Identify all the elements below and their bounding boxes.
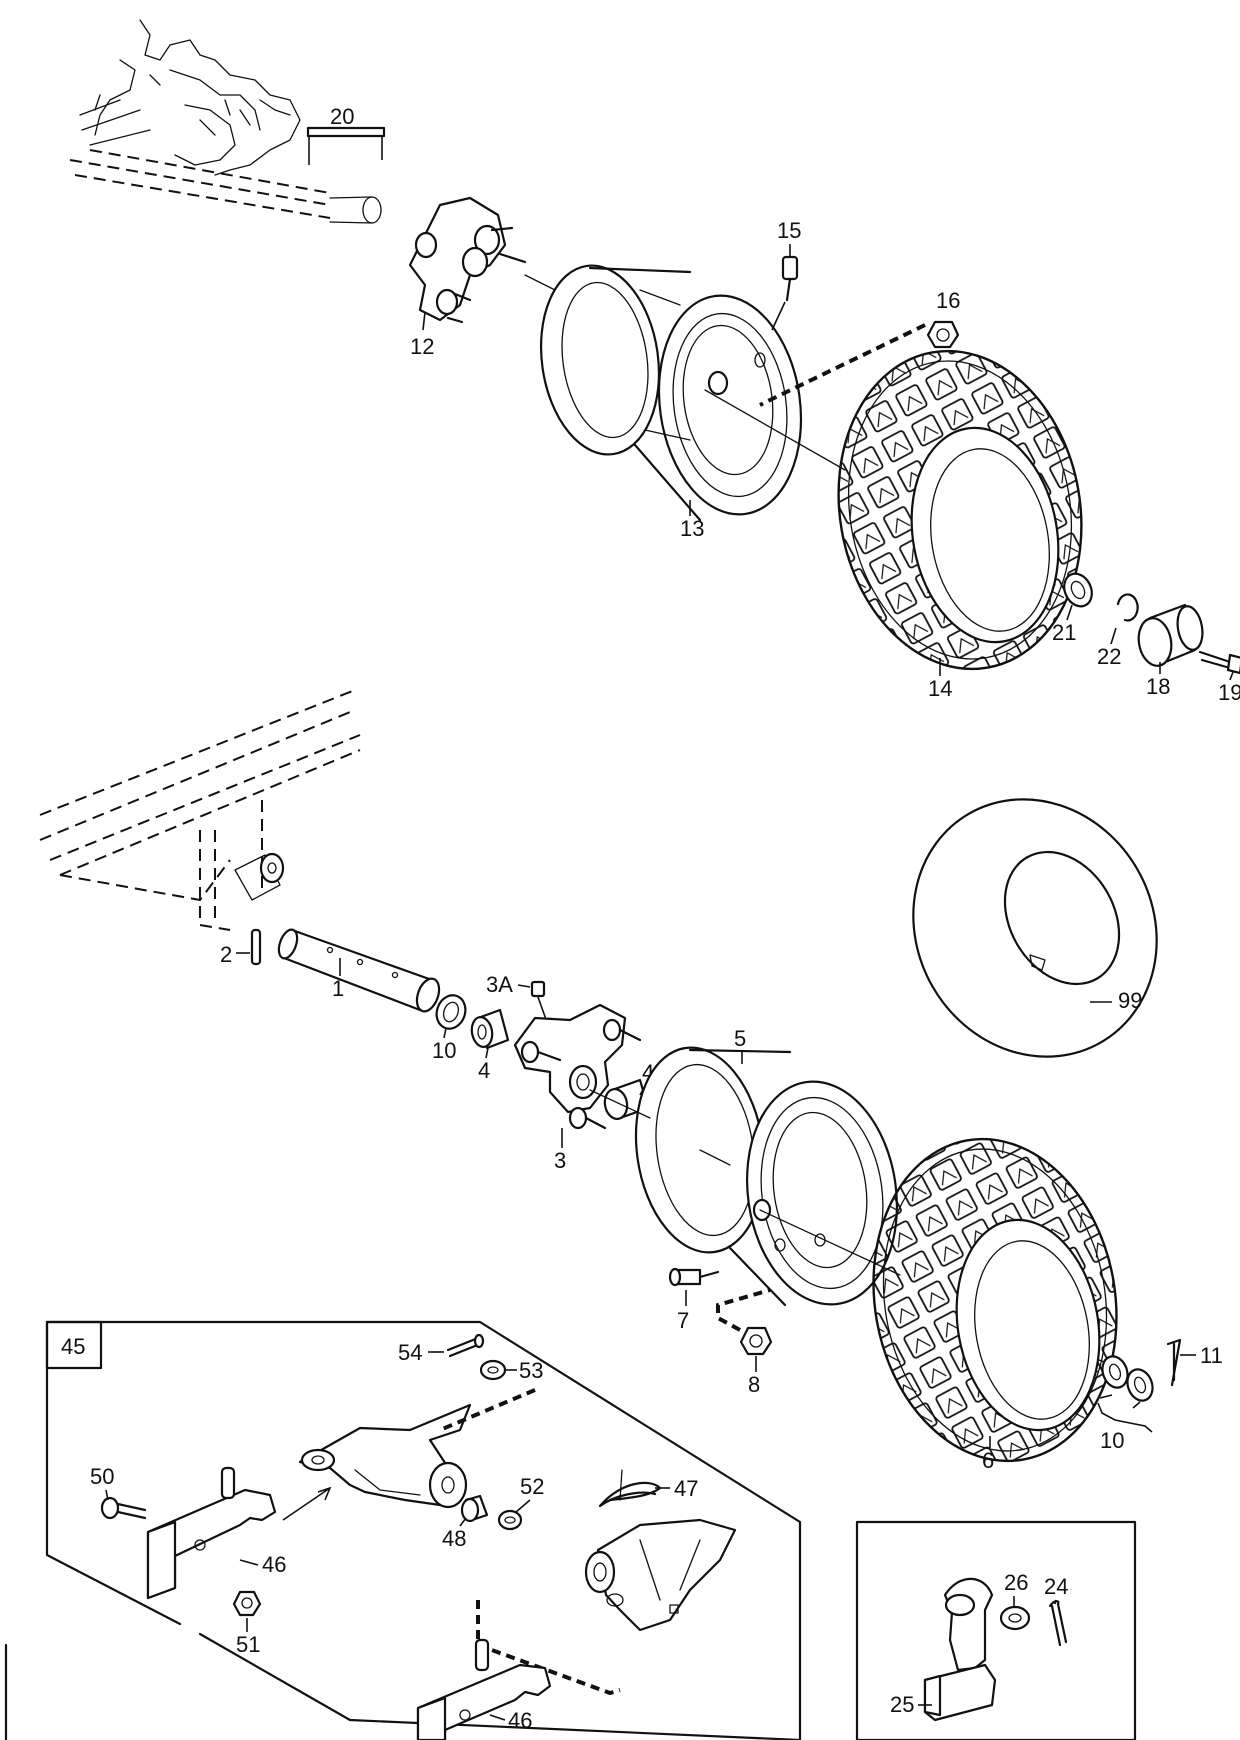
- callout-5: 5: [734, 1026, 746, 1051]
- callout-10b: 10: [1100, 1428, 1124, 1453]
- callout-99: 99: [1118, 988, 1142, 1013]
- callout-14: 14: [928, 676, 952, 701]
- callout-51: 51: [236, 1632, 260, 1657]
- callout-21: 21: [1052, 620, 1076, 645]
- washer-21: [1063, 572, 1093, 608]
- lug-nut-16: [926, 320, 960, 349]
- latch-25: [923, 1577, 997, 1722]
- callout-16: 16: [936, 288, 960, 313]
- callout-26: 26: [1004, 1570, 1028, 1595]
- callout-6: 6: [982, 1448, 994, 1473]
- callout-11: 11: [1200, 1343, 1223, 1368]
- callout-46b: 46: [508, 1708, 532, 1733]
- callout-15: 15: [777, 218, 801, 243]
- tire-icon: [837, 349, 1083, 671]
- hairpin-47: [598, 1469, 662, 1508]
- callout-52: 52: [520, 1474, 544, 1499]
- bushing-48: [460, 1494, 489, 1523]
- axle-icon: [277, 928, 441, 1013]
- callout-53: 53: [519, 1358, 543, 1383]
- lug-nut-8: [739, 1326, 773, 1356]
- callout-8: 8: [748, 1372, 760, 1397]
- hitch-icon: [298, 1403, 472, 1509]
- wheel-rim-icon: [539, 264, 803, 522]
- callout-45: 45: [61, 1334, 85, 1359]
- callout-24: 24: [1044, 1574, 1068, 1599]
- bolt-19: [1198, 650, 1240, 675]
- callout-48: 48: [442, 1526, 466, 1551]
- tire-6: [872, 1137, 1118, 1463]
- callout-3: 3: [554, 1148, 566, 1173]
- callout-20: 20: [330, 104, 354, 129]
- hub-3: [513, 1003, 642, 1130]
- retaining-ring-22: [1116, 593, 1139, 622]
- callout-47: 47: [674, 1476, 698, 1501]
- pin-54: [446, 1333, 485, 1358]
- hub-icon: [408, 196, 576, 324]
- inset-45-frame: [45, 1320, 802, 1740]
- hitch-plate: [584, 1518, 737, 1632]
- callout-12: 12: [410, 334, 434, 359]
- callout-3A: 3A: [486, 972, 513, 997]
- callout-4a: 4: [478, 1058, 490, 1083]
- valve-stem-7: [668, 1267, 720, 1287]
- bearing-10b: [1097, 1355, 1154, 1433]
- callout-7: 7: [677, 1308, 689, 1333]
- bracket-46a: [146, 1466, 277, 1600]
- bolt-50: [100, 1496, 147, 1520]
- nut-51: [232, 1590, 262, 1617]
- bearing-4a: [470, 1008, 510, 1050]
- callout-10a: 10: [432, 1038, 456, 1063]
- cotter-pin-11: [1166, 1338, 1182, 1387]
- callout-18: 18: [1146, 674, 1170, 699]
- callout-25: 25: [890, 1692, 914, 1717]
- callout-50: 50: [90, 1464, 114, 1489]
- frame-top: [69, 19, 382, 224]
- callout-1: 1: [332, 976, 344, 1001]
- bracket-46b: [416, 1638, 552, 1740]
- bushing-18: [1137, 603, 1204, 667]
- frame-middle: [39, 689, 361, 931]
- callout-2: 2: [220, 942, 232, 967]
- callout-46a: 46: [262, 1552, 286, 1577]
- pin-2: [250, 928, 262, 966]
- inner-tube-icon: [912, 798, 1158, 1058]
- key-20: [306, 126, 386, 165]
- callout-19: 19: [1218, 680, 1240, 705]
- callout-13: 13: [680, 516, 704, 541]
- callout-54: 54: [398, 1340, 422, 1365]
- wheel-rim-5: [634, 1046, 899, 1307]
- washer-53: [479, 1359, 507, 1381]
- washer-52: [497, 1509, 523, 1531]
- cotter-24: [1048, 1600, 1068, 1647]
- washer-26: [999, 1605, 1031, 1631]
- bearing-10a: [435, 994, 467, 1030]
- inset-frame-small: [855, 1520, 1137, 1740]
- callout-22: 22: [1097, 644, 1121, 669]
- valve-stem-15: [781, 255, 799, 302]
